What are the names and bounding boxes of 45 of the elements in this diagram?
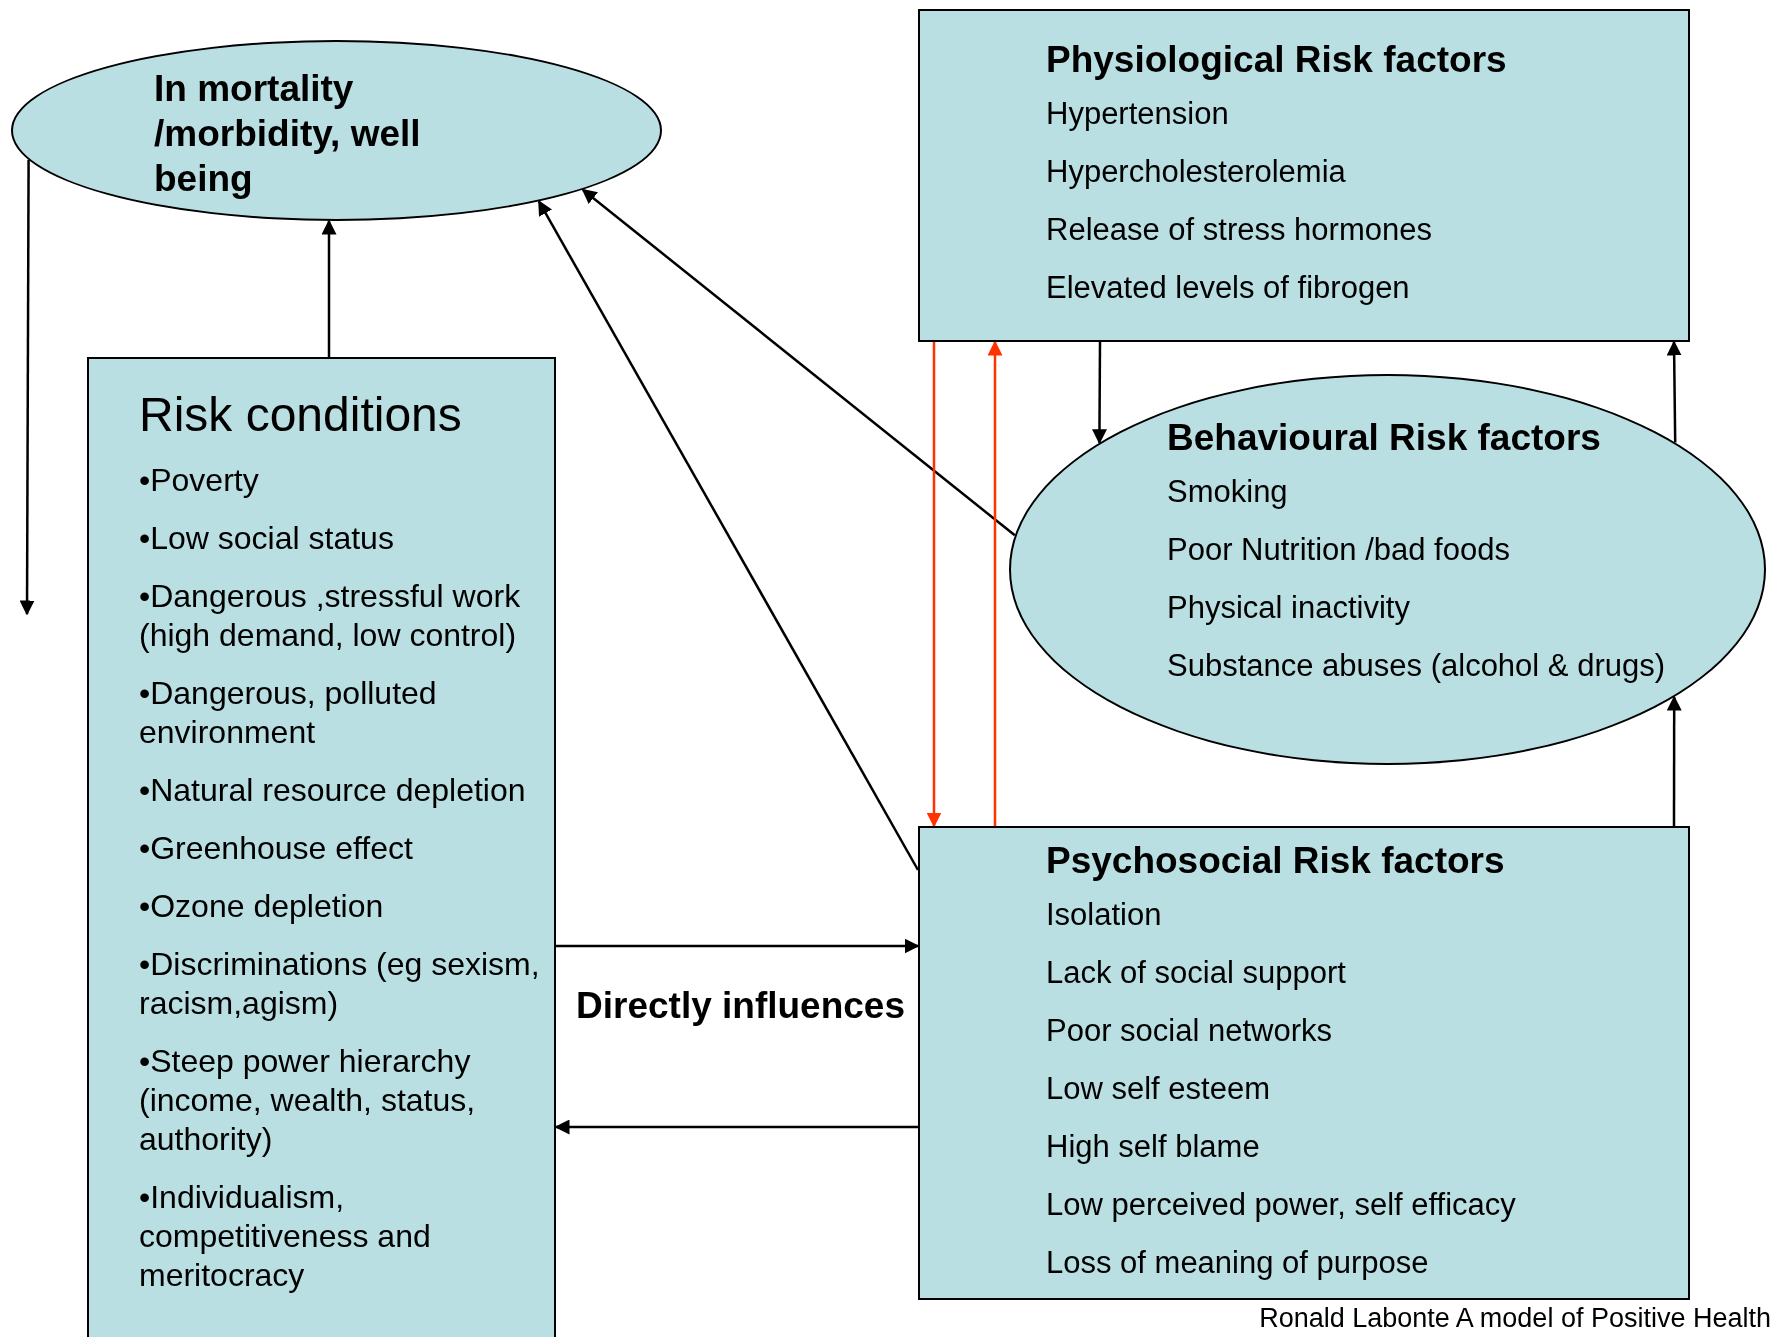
rectangle-node bbox=[918, 826, 1690, 1300]
list-item: Low self esteem bbox=[1046, 1070, 1270, 1108]
source-caption: Ronald Labonte A model of Positive Health bbox=[1259, 1303, 1771, 1334]
list-item: •Greenhouse effect bbox=[139, 829, 413, 868]
list-item: •Poverty bbox=[139, 461, 259, 500]
list-item: Substance abuses (alcohol & drugs) bbox=[1167, 647, 1665, 685]
list-item: •Low social status bbox=[139, 519, 394, 558]
list-item: •Dangerous, polluted environment bbox=[139, 674, 438, 752]
annotation-label: Directly influences bbox=[576, 985, 905, 1027]
arrow bbox=[1092, 342, 1107, 445]
node-heading: Physiological Risk factors bbox=[1046, 38, 1507, 82]
list-item: Lack of social support bbox=[1046, 954, 1346, 992]
list-item: Elevated levels of fibrogen bbox=[1046, 269, 1410, 307]
list-item: •Ozone depletion bbox=[139, 887, 384, 926]
arrow bbox=[556, 938, 920, 954]
arrow bbox=[926, 342, 942, 828]
list-item: Smoking bbox=[1167, 473, 1288, 511]
node-heading: Risk conditions bbox=[139, 387, 462, 443]
list-item: Hypercholesterolemia bbox=[1046, 153, 1346, 191]
list-item: Hypertension bbox=[1046, 95, 1229, 133]
list-item: •Individualism, competitiveness and meritocracy bbox=[139, 1178, 432, 1295]
list-item: •Dangerous ,stressful work (high demand, low control) bbox=[139, 577, 522, 655]
arrow bbox=[19, 159, 35, 616]
list-item: Physical inactivity bbox=[1167, 589, 1410, 627]
arrow bbox=[537, 200, 920, 871]
arrow bbox=[581, 188, 1016, 537]
list-item: •Natural resource depletion bbox=[139, 771, 526, 810]
list-item: Low perceived power, self efficacy bbox=[1046, 1186, 1516, 1224]
arrow bbox=[321, 219, 337, 357]
rectangle-node bbox=[87, 357, 556, 1337]
list-item: High self blame bbox=[1046, 1128, 1260, 1166]
rectangle-node bbox=[918, 9, 1690, 342]
list-item: Poor social networks bbox=[1046, 1012, 1332, 1050]
list-item: Isolation bbox=[1046, 896, 1162, 934]
node-heading: Psychosocial Risk factors bbox=[1046, 839, 1505, 883]
list-item: •Steep power hierarchy (income, wealth, status, authority) bbox=[139, 1042, 477, 1159]
arrow bbox=[1666, 695, 1682, 826]
list-item: Release of stress hormones bbox=[1046, 211, 1432, 249]
node-heading: In mortality /morbidity, well being bbox=[154, 67, 422, 201]
list-item: •Discriminations (eg sexism, racism,agism) bbox=[139, 945, 541, 1023]
list-item: Poor Nutrition /bad foods bbox=[1167, 531, 1510, 569]
node-heading: Behavioural Risk factors bbox=[1167, 416, 1601, 460]
arrow bbox=[1666, 340, 1682, 443]
list-item: Loss of meaning of purpose bbox=[1046, 1244, 1429, 1282]
arrow bbox=[987, 340, 1003, 826]
